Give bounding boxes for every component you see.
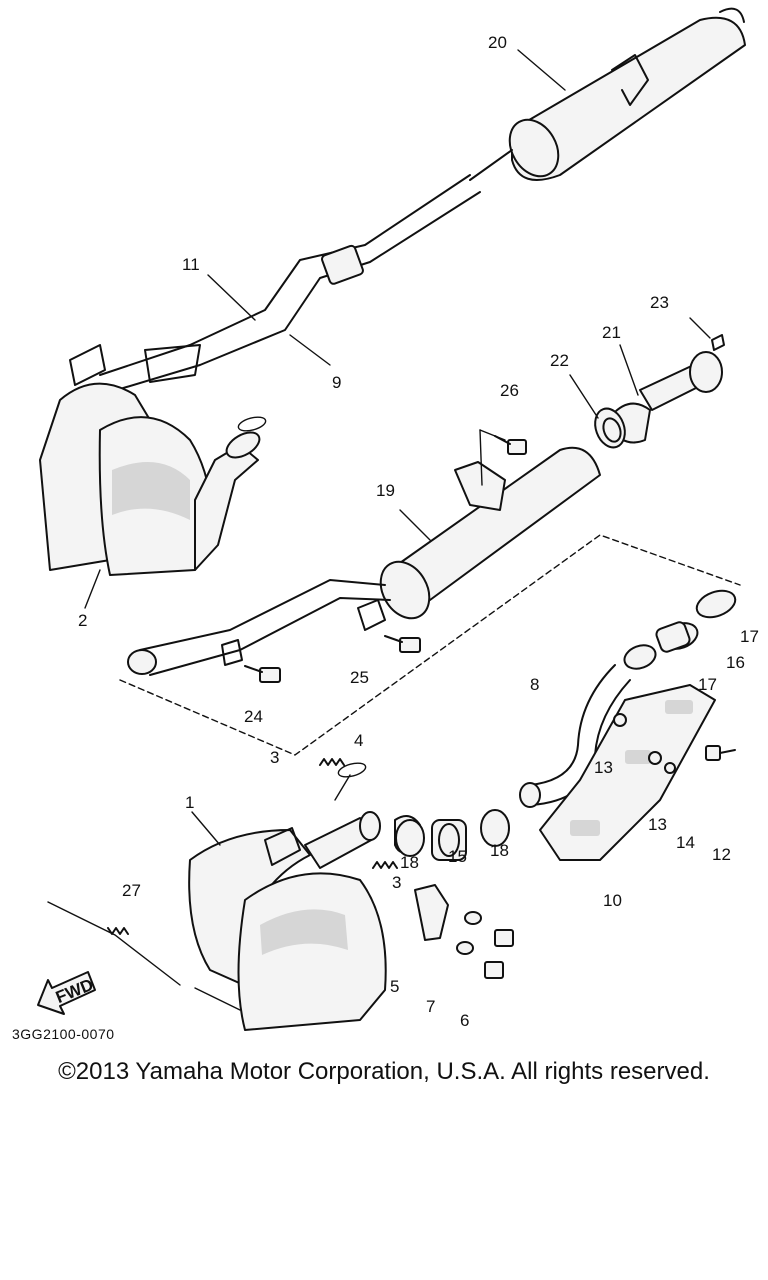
- callout-2: 2: [78, 611, 87, 630]
- callout-20: 20: [488, 33, 507, 52]
- callout-5: 5: [390, 977, 399, 996]
- callout-12: 12: [712, 845, 731, 864]
- callout-15: 15: [448, 847, 467, 866]
- fwd-label: FWD: [53, 975, 96, 1007]
- callout-24: 24: [244, 707, 263, 726]
- part-19-muffler: [127, 446, 601, 676]
- callout-21: 21: [602, 323, 621, 342]
- callout-16: 16: [726, 653, 745, 672]
- callout-19: 19: [376, 481, 395, 500]
- callout-26: 26: [500, 381, 519, 400]
- callout-17-lower: 17: [698, 675, 717, 694]
- part-21-tailpipe: [569, 317, 725, 449]
- callout-9: 9: [332, 373, 341, 392]
- callout-25: 25: [350, 668, 369, 687]
- callout-27: 27: [122, 881, 141, 900]
- callout-labels: 20 11 9 23 21 22 26 19 2 25 24 17 16 17 …: [78, 33, 759, 1030]
- copyright-notice: ©2013 Yamaha Motor Corporation, U.S.A. A…: [58, 1058, 710, 1085]
- springs-3-gasket-4: [319, 758, 398, 869]
- callout-8: 8: [530, 675, 539, 694]
- part-20-muffler: [469, 7, 746, 181]
- callout-3-upper: 3: [270, 748, 279, 767]
- fwd-arrow-icon: FWD: [37, 971, 96, 1015]
- part-1-chamber: [188, 811, 387, 1031]
- callout-3-lower: 3: [392, 873, 401, 892]
- bolts-24-25-26: [244, 429, 527, 683]
- callout-14: 14: [676, 833, 695, 852]
- callout-6: 6: [460, 1011, 469, 1030]
- part-15-18: [394, 809, 510, 861]
- part-9-pipe: [99, 174, 481, 393]
- callout-13-upper: 13: [594, 758, 613, 777]
- callout-18-right: 18: [490, 841, 509, 860]
- diagram-code: 3GG2100-0070: [12, 1026, 115, 1042]
- callout-17-upper: 17: [740, 627, 759, 646]
- hardware-12-13-14: [613, 713, 736, 774]
- callout-22: 22: [550, 351, 569, 370]
- callout-7: 7: [426, 997, 435, 1016]
- callout-1: 1: [185, 793, 194, 812]
- part-27-spring: [47, 901, 241, 1011]
- callout-18-left: 18: [400, 853, 419, 872]
- part-16-17-clamps: [623, 589, 737, 670]
- callout-13-lower: 13: [648, 815, 667, 834]
- callout-4: 4: [354, 731, 363, 750]
- exhaust-diagram: FWD 20 11 9 23 21 22 26 19 2 25 24 17 16…: [37, 7, 759, 1031]
- callout-23: 23: [650, 293, 669, 312]
- bracket-5-bolts-6-7: [414, 884, 514, 979]
- callout-11: 11: [182, 255, 200, 274]
- part-10-protector: [539, 684, 716, 861]
- part-2-chamber: [39, 344, 267, 576]
- callout-10: 10: [603, 891, 622, 910]
